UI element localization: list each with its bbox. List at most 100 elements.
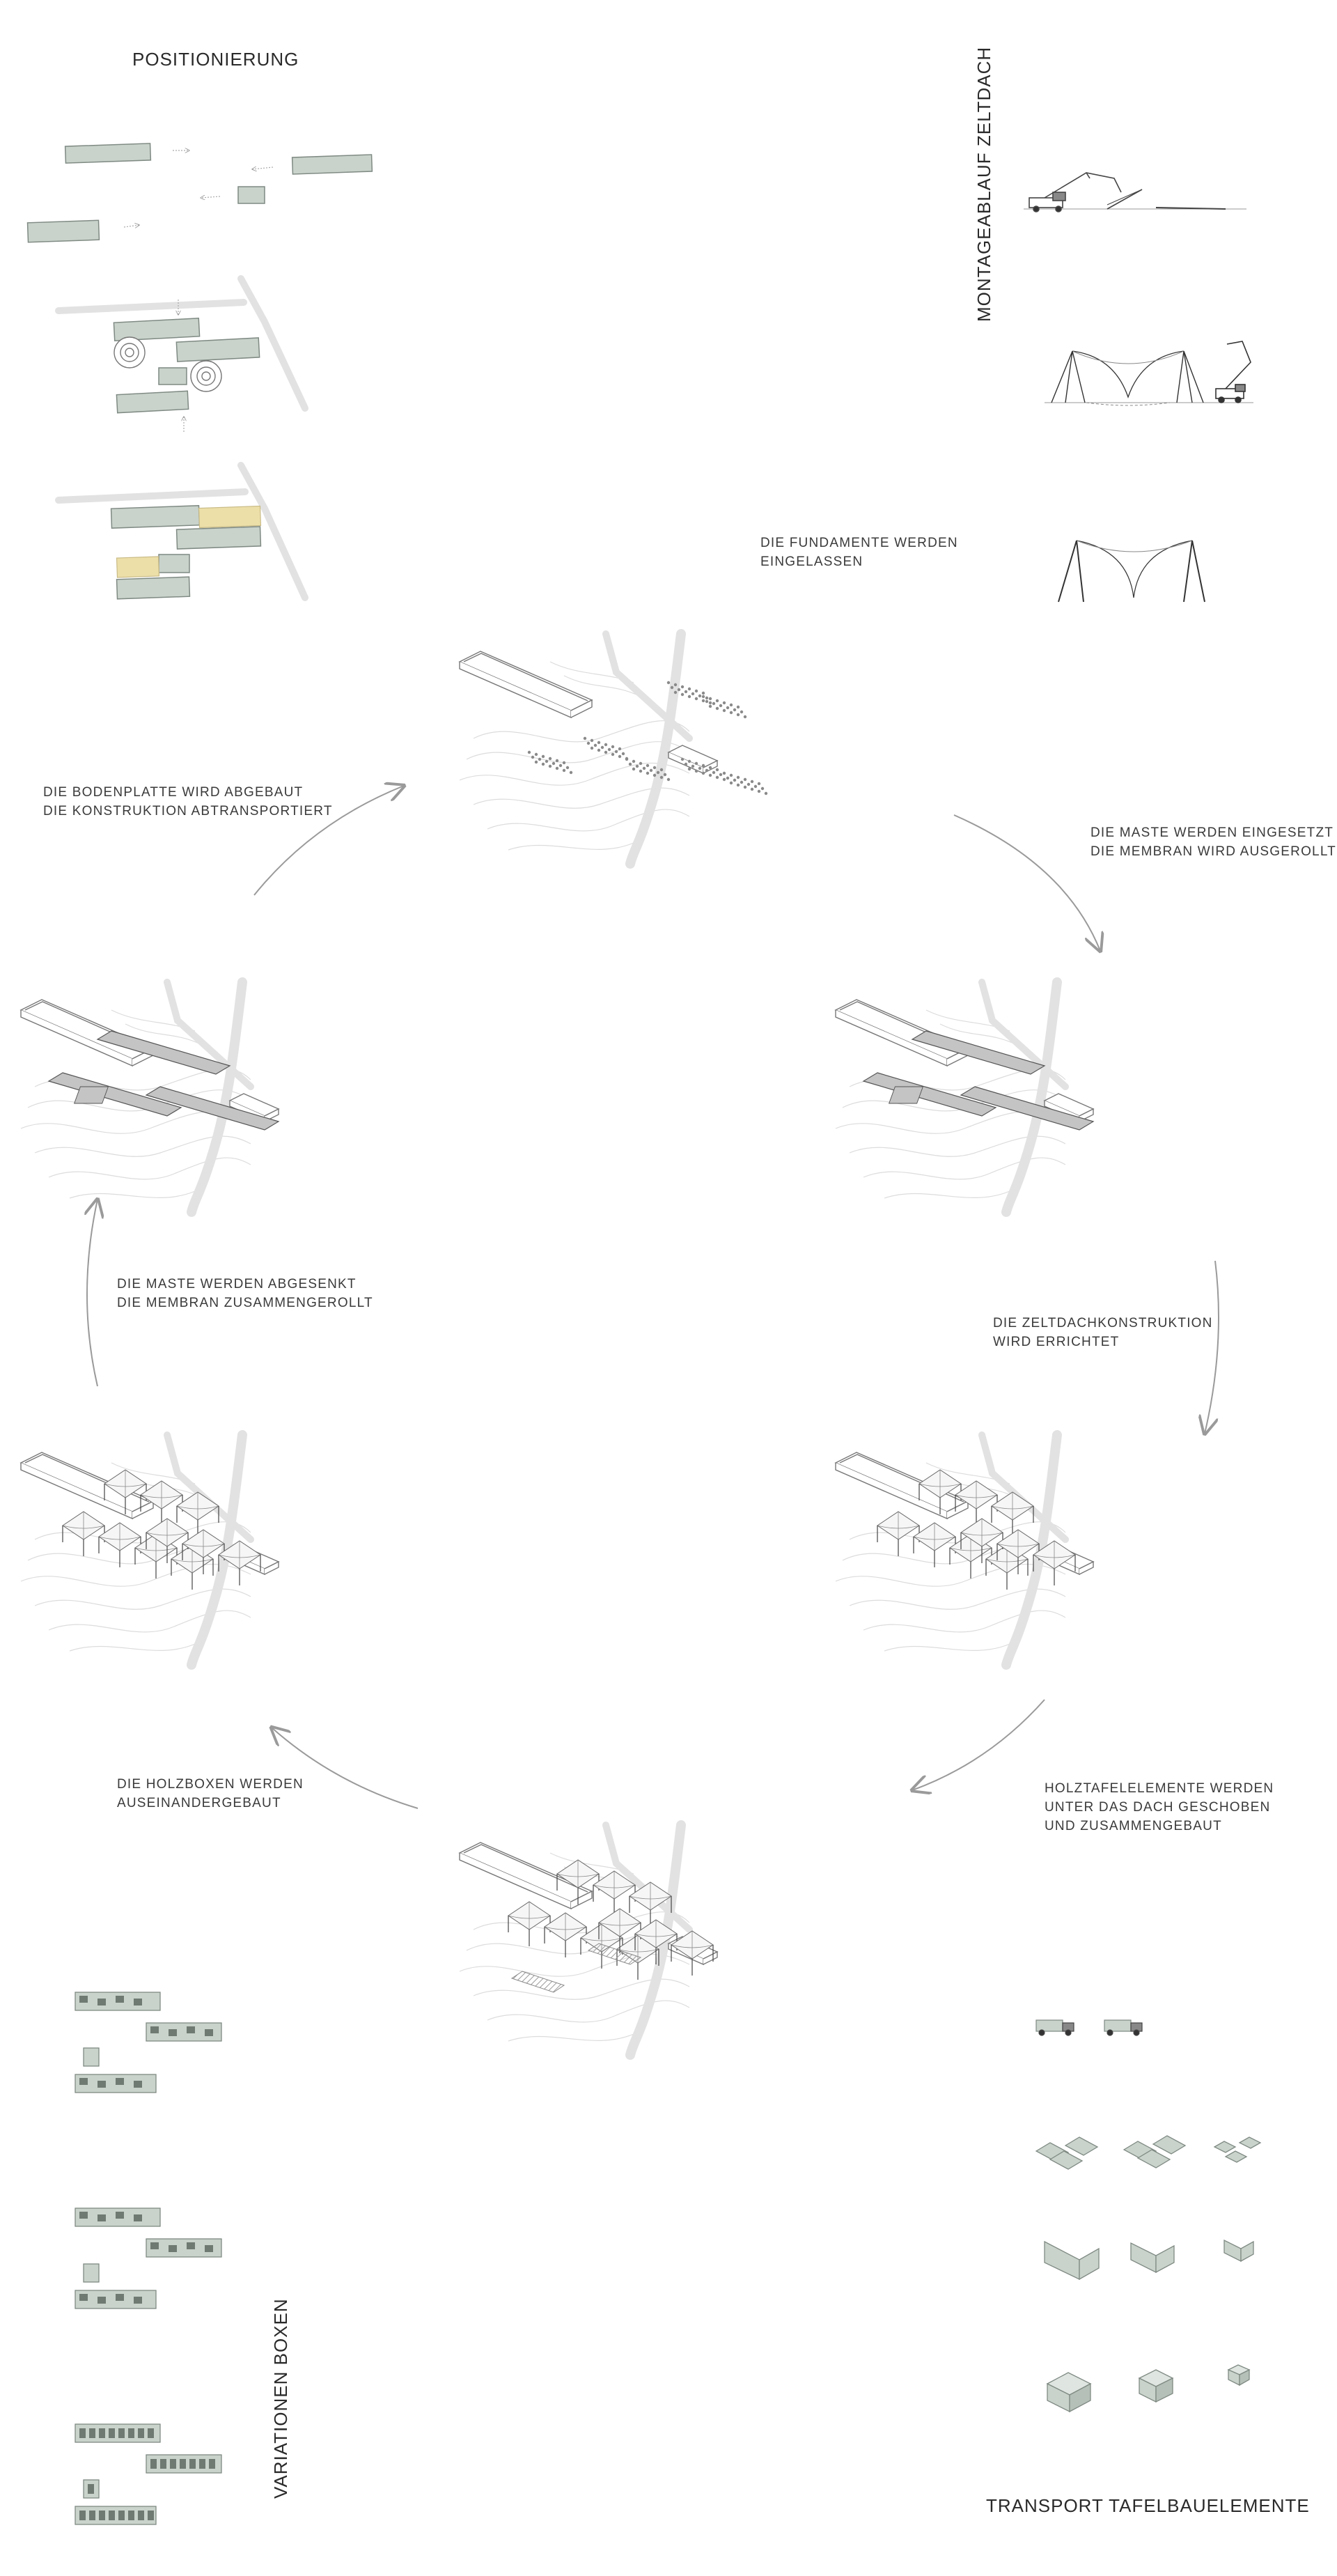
variation-room [187, 2026, 195, 2033]
foundation-dot [701, 763, 705, 768]
foundation-dot [652, 773, 657, 777]
foundation-dot [705, 699, 709, 704]
step-holzboxen-label: DIE HOLZBOXEN WERDEN AUSEINANDERGEBAUT [117, 1777, 304, 1810]
variation-room [134, 2081, 142, 2088]
foundation-dot [555, 766, 559, 770]
transport-title: TRANSPORT TAFELBAUELEMENTE [986, 2495, 1310, 2516]
positionierung-step-3 [55, 462, 308, 601]
variation-room [109, 2511, 115, 2520]
foundation-dot [757, 782, 761, 786]
foundation-dot [621, 752, 625, 756]
foundation-dot [558, 763, 563, 768]
foundation-dot [649, 768, 653, 773]
foundation-dot [712, 770, 716, 775]
foundation-dot [701, 699, 705, 703]
variation-room [116, 1996, 124, 2003]
variation-room [180, 2459, 186, 2469]
positionierung-step-1 [26, 143, 373, 243]
foundation-dot [628, 762, 632, 766]
foundation-dot [740, 710, 744, 714]
foundation-dot [659, 768, 664, 772]
variation-room [189, 2459, 196, 2469]
montage-step-tent-raise [1045, 341, 1253, 406]
foundation-dot [586, 741, 591, 745]
variation-room [97, 1999, 106, 2005]
foundation-dot [687, 759, 691, 763]
variation-room [99, 2511, 105, 2520]
foundation-dot [642, 766, 646, 770]
foundation-dot [757, 789, 761, 793]
foundation-dot [726, 776, 730, 780]
foundation-dot [729, 781, 733, 785]
foundation-dot [743, 785, 747, 789]
foundation-dot [736, 713, 740, 717]
foundation-dot [632, 759, 636, 763]
variation-room [209, 2459, 215, 2469]
foundation-dot [698, 694, 702, 698]
foundation-dot [666, 681, 671, 685]
foundation-dot [597, 748, 601, 752]
foundation-dot [722, 771, 726, 775]
variation-room [134, 2214, 142, 2221]
variation-room [160, 2459, 166, 2469]
foundation-dot [750, 779, 754, 784]
variation-room [97, 2297, 106, 2304]
variation-room [150, 2026, 159, 2033]
foundation-dot [687, 687, 691, 691]
foundation-dot [733, 778, 737, 782]
foundation-dot [712, 701, 716, 706]
foundation-dot [705, 696, 709, 700]
foundation-dot [534, 752, 538, 756]
foundation-dot [694, 689, 698, 693]
variation-room [97, 2081, 106, 2088]
variation-box [75, 2423, 161, 2443]
foundation-dot [729, 773, 733, 777]
foundation-dot [753, 784, 758, 789]
cycle-tents-right [836, 1435, 1093, 1665]
variation-room [205, 2029, 213, 2036]
foundation-dot [729, 703, 733, 707]
positionierung-title: POSITIONIERUNG [132, 49, 299, 70]
foundation-dot [590, 738, 594, 743]
foundation-dot [736, 775, 740, 779]
foundation-dot [740, 780, 744, 784]
foundation-dot [729, 711, 733, 715]
foundation-dot [708, 704, 712, 708]
tent-module [877, 1511, 920, 1557]
tent-module [544, 1912, 587, 1958]
cycle-tents-boxes [460, 1825, 717, 2055]
foundation-dot [701, 771, 705, 775]
foundation-dot [611, 745, 615, 749]
variation-room [79, 2078, 88, 2085]
foundation-dot [726, 706, 730, 710]
variation-room [118, 2428, 125, 2438]
variation-room [88, 2484, 94, 2494]
variation-room [134, 2297, 142, 2304]
foundation-dot [701, 695, 705, 699]
variation-room [79, 1996, 88, 2003]
foundation-dot [694, 697, 698, 701]
variation-room [109, 2428, 115, 2438]
variation-room [116, 2078, 124, 2085]
foundation-dot [705, 768, 709, 773]
foundation-dot [569, 770, 573, 775]
foundation-dot [639, 761, 643, 766]
foundation-dot [722, 708, 726, 713]
foundation-dot [604, 743, 608, 747]
foundation-dot [562, 761, 566, 765]
foundation-dot [691, 692, 695, 696]
foundation-dot [597, 740, 601, 745]
variation-room [79, 2212, 88, 2219]
foundation-dot [659, 775, 664, 779]
foundation-dot [715, 775, 719, 779]
step-fundamente-label: DIE FUNDAMENTE WERDEN EINGELASSEN [760, 536, 958, 569]
foundation-dot [715, 706, 719, 711]
cycle-tents-left [21, 1435, 279, 1665]
variation-room [134, 1999, 142, 2005]
variation-room [118, 2511, 125, 2520]
foundation-dot [646, 763, 650, 768]
variation-room [116, 2294, 124, 2301]
foundation-dot [687, 695, 691, 699]
variation-room [116, 2212, 124, 2219]
